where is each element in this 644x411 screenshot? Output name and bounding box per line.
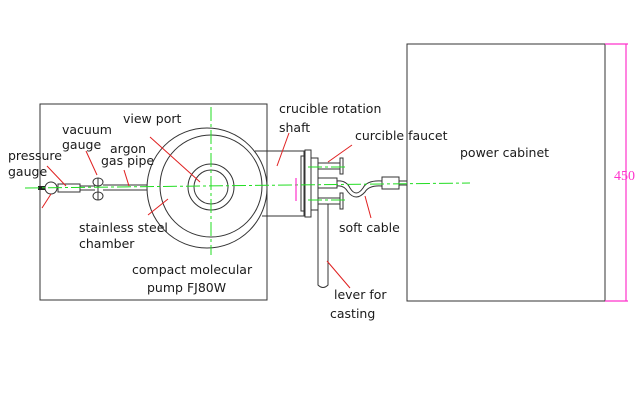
soft-cable bbox=[336, 176, 407, 198]
leader-lines bbox=[41, 132, 372, 289]
label-lever-1: lever for bbox=[334, 287, 387, 302]
label-lever-2: casting bbox=[330, 306, 375, 321]
crucible-faucet bbox=[317, 157, 344, 210]
label-pressure-gauge-2: gauge bbox=[8, 164, 47, 179]
label-pressure-gauge-1: pressure bbox=[8, 148, 62, 163]
label-vacuum-gauge-2: gauge bbox=[62, 137, 101, 152]
label-argon-1: argon bbox=[110, 141, 146, 156]
label-argon-2: gas pipe bbox=[101, 153, 154, 168]
label-power-cabinet: power cabinet bbox=[460, 145, 549, 160]
label-crucible-faucet: curcible faucet bbox=[355, 128, 448, 143]
power-cabinet-box bbox=[406, 43, 606, 302]
height-dimension: 450 bbox=[605, 43, 635, 302]
label-shaft-2: shaft bbox=[279, 120, 310, 135]
gas-line bbox=[38, 177, 147, 201]
casting-lever bbox=[317, 204, 329, 288]
dimension-label-450: 450 bbox=[614, 169, 635, 184]
centerlines bbox=[24, 107, 471, 255]
furnace-frame bbox=[39, 103, 268, 301]
label-view-port: view port bbox=[123, 111, 181, 126]
label-pump-2: pump FJ80W bbox=[147, 280, 226, 295]
label-soft-cable: soft cable bbox=[339, 220, 400, 235]
label-chamber-2: chamber bbox=[79, 236, 135, 251]
label-vacuum-gauge-1: vacuum bbox=[62, 122, 112, 137]
label-chamber-1: stainless steel bbox=[79, 220, 168, 235]
label-shaft-1: crucible rotation bbox=[279, 101, 381, 116]
label-pump-1: compact molecular bbox=[132, 262, 253, 277]
